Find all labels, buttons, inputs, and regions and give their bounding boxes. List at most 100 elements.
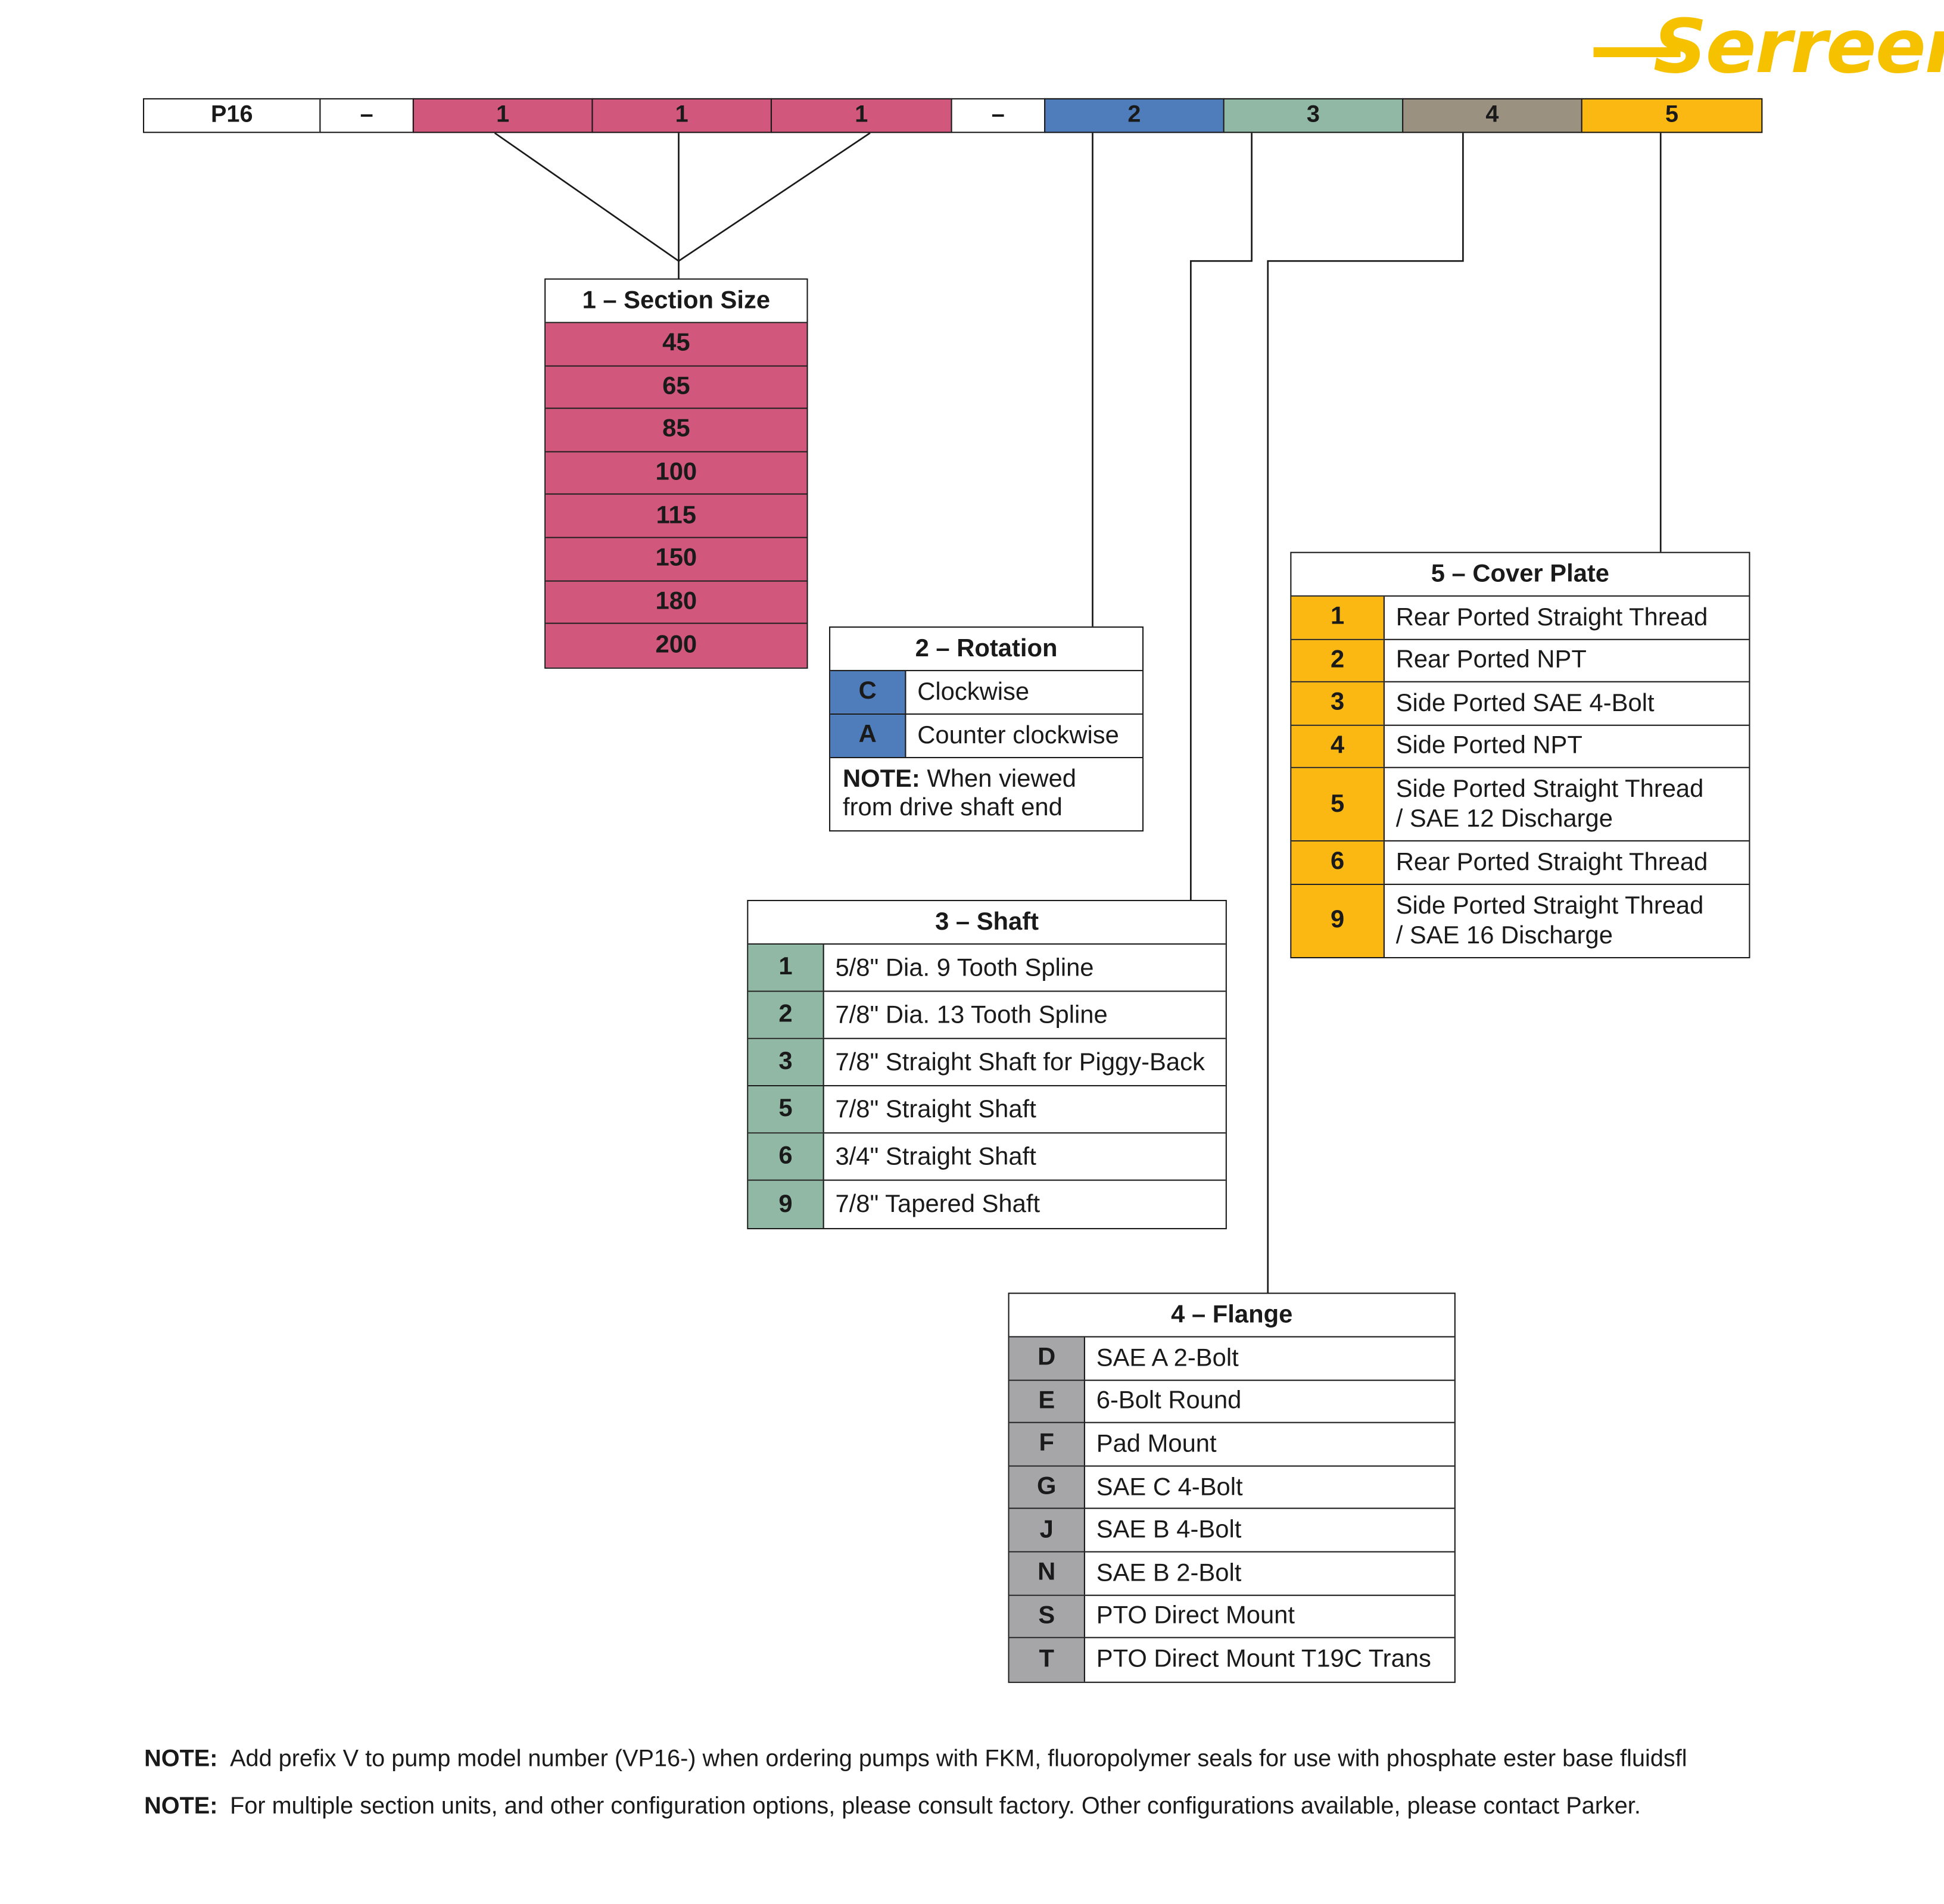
connector-shaft xyxy=(1189,133,1253,900)
shaft-row: 5 7/8" Straight Shaft xyxy=(748,1086,1226,1134)
section-size-row: 115 xyxy=(546,495,807,538)
cover-plate-code: 5 xyxy=(1291,768,1385,840)
flange-row: E 6-Bolt Round xyxy=(1009,1380,1454,1424)
shaft-code: 6 xyxy=(748,1133,824,1180)
flange-description: SAE B 4-Bolt xyxy=(1096,1516,1242,1544)
cover-plate-code: 9 xyxy=(1291,884,1385,956)
cover-plate-code: 6 xyxy=(1291,841,1385,883)
code-cell: 1 xyxy=(770,98,952,133)
flange-description: PTO Direct Mount xyxy=(1096,1602,1295,1630)
section-size-value: 200 xyxy=(655,631,697,659)
shaft-code: 3 xyxy=(748,1039,824,1085)
flange-title: 4 – Flange xyxy=(1009,1294,1454,1338)
rotation-row: A Counter clockwise xyxy=(830,713,1142,757)
flange-code: D xyxy=(1009,1337,1085,1379)
flange-description: Pad Mount xyxy=(1096,1431,1217,1459)
cover-plate-row: 2 Rear Ported NPT xyxy=(1291,639,1749,683)
cover-plate-table: 5 – Cover Plate 1 Rear Ported Straight Th… xyxy=(1290,551,1750,958)
shaft-row: 6 3/4" Straight Shaft xyxy=(748,1133,1226,1181)
flange-row: D SAE A 2-Bolt xyxy=(1009,1337,1454,1381)
cover-plate-code: 3 xyxy=(1291,682,1385,724)
rotation-note-label: NOTE: xyxy=(842,765,920,793)
connector-section-left xyxy=(494,132,680,262)
footnotes: NOTE: Add prefix V to pump model number … xyxy=(144,1745,1760,1840)
shaft-description: 5/8" Dia. 9 Tooth Spline xyxy=(835,953,1094,981)
section-size-row: 100 xyxy=(546,452,807,496)
section-size-row: 200 xyxy=(546,624,807,668)
cover-plate-title: 5 – Cover Plate xyxy=(1291,553,1749,597)
rotation-note-text: When viewed from drive shaft end xyxy=(842,765,1077,822)
logo-stripe xyxy=(1593,47,1681,58)
rotation-description: Counter clockwise xyxy=(917,722,1119,749)
cover-plate-code: 2 xyxy=(1291,639,1385,681)
shaft-code: 9 xyxy=(748,1180,824,1228)
code-cell: 4 xyxy=(1402,98,1582,133)
flange-code: J xyxy=(1009,1509,1085,1551)
cover-plate-code: 1 xyxy=(1291,596,1385,638)
cover-plate-description: Rear Ported Straight Thread xyxy=(1395,603,1708,631)
cover-plate-description: Side Ported SAE 4-Bolt xyxy=(1395,689,1655,717)
flange-description: SAE C 4-Bolt xyxy=(1096,1473,1243,1501)
flange-code: T xyxy=(1009,1638,1085,1682)
rotation-title: 2 – Rotation xyxy=(830,628,1142,671)
flange-code: S xyxy=(1009,1595,1085,1637)
section-size-value: 85 xyxy=(662,416,690,443)
shaft-description: 7/8" Straight Shaft for Piggy-Back xyxy=(835,1048,1205,1076)
section-size-row: 150 xyxy=(546,538,807,581)
flange-description: PTO Direct Mount T19C Trans xyxy=(1096,1646,1431,1674)
footnote-text: Add prefix V to pump model number (VP16-… xyxy=(230,1746,1687,1773)
footnote: NOTE: Add prefix V to pump model number … xyxy=(144,1745,1760,1775)
flange-description: 6-Bolt Round xyxy=(1096,1387,1242,1415)
shaft-description: 7/8" Straight Shaft xyxy=(835,1095,1036,1123)
flange-row: S PTO Direct Mount xyxy=(1009,1595,1454,1638)
section-size-value: 45 xyxy=(662,329,690,357)
cover-plate-description: Side Ported Straight Thread / SAE 16 Dis… xyxy=(1395,892,1704,949)
cover-plate-row: 4 Side Ported NPT xyxy=(1291,725,1749,768)
footnote: NOTE: For multiple section units, and ot… xyxy=(144,1792,1760,1822)
shaft-code: 5 xyxy=(748,1086,824,1133)
flange-code: F xyxy=(1009,1423,1085,1466)
rotation-code: A xyxy=(830,713,906,757)
shaft-code: 1 xyxy=(748,945,824,991)
cover-plate-code: 4 xyxy=(1291,725,1385,767)
flange-description: SAE B 2-Bolt xyxy=(1096,1559,1242,1587)
footnote-label: NOTE: xyxy=(144,1746,218,1773)
section-size-value: 100 xyxy=(655,459,697,487)
shaft-code: 2 xyxy=(748,992,824,1038)
footnote-label: NOTE: xyxy=(144,1793,218,1820)
code-cell: 1 xyxy=(412,98,593,133)
shaft-title: 3 – Shaft xyxy=(748,901,1226,945)
shaft-description: 3/4" Straight Shaft xyxy=(835,1142,1036,1170)
cover-plate-row: 3 Side Ported SAE 4-Bolt xyxy=(1291,682,1749,725)
cover-plate-description: Rear Ported NPT xyxy=(1395,646,1587,674)
cover-plate-description: Side Ported NPT xyxy=(1395,732,1582,760)
cover-plate-row: 1 Rear Ported Straight Thread xyxy=(1291,596,1749,640)
section-size-value: 180 xyxy=(655,587,697,615)
flange-code: E xyxy=(1009,1380,1085,1422)
code-cell: 2 xyxy=(1044,98,1225,133)
section-size-row: 45 xyxy=(546,323,807,366)
cover-plate-description: Side Ported Straight Thread / SAE 12 Dis… xyxy=(1395,775,1704,833)
flange-description: SAE A 2-Bolt xyxy=(1096,1344,1239,1372)
code-cell: – xyxy=(319,98,414,133)
flange-row: T PTO Direct Mount T19C Trans xyxy=(1009,1638,1454,1682)
shaft-row: 9 7/8" Tapered Shaft xyxy=(748,1180,1225,1228)
shaft-row: 1 5/8" Dia. 9 Tooth Spline xyxy=(748,945,1226,992)
code-cell: 1 xyxy=(591,98,772,133)
section-size-value: 115 xyxy=(656,501,696,529)
flange-row: F Pad Mount xyxy=(1009,1423,1454,1467)
brand-logo: Serreen xyxy=(1593,4,1944,91)
shaft-description: 7/8" Tapered Shaft xyxy=(835,1191,1040,1219)
